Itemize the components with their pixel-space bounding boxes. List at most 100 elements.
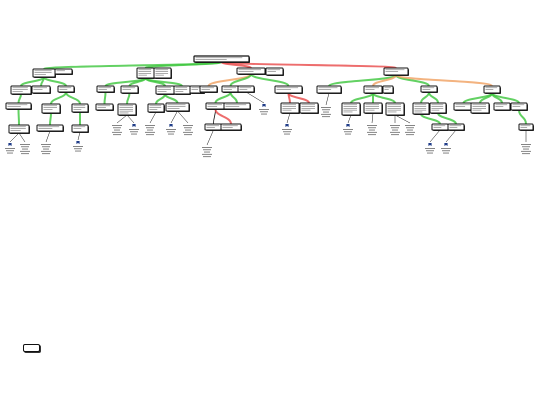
leaf-text-line bbox=[390, 131, 400, 133]
evidence-edge bbox=[445, 129, 457, 143]
goal-node[interactable] bbox=[147, 103, 165, 113]
node-text-line bbox=[73, 107, 86, 108]
node-text-line bbox=[97, 107, 106, 108]
leaf-text-line bbox=[41, 144, 51, 145]
leaf-text-line bbox=[41, 150, 51, 152]
evidence-edge bbox=[286, 112, 291, 124]
goal-node[interactable] bbox=[57, 85, 75, 93]
goal-node[interactable] bbox=[341, 102, 361, 116]
leaf-text-line bbox=[427, 152, 433, 154]
node-text-line bbox=[495, 106, 504, 107]
leaf-text-line bbox=[42, 146, 50, 148]
goal-node[interactable] bbox=[10, 85, 32, 95]
goal-node[interactable] bbox=[447, 123, 465, 131]
evidence-leaf bbox=[390, 125, 400, 136]
goal-node[interactable] bbox=[385, 102, 405, 116]
node-text-line bbox=[38, 128, 53, 129]
goal-node[interactable] bbox=[265, 67, 284, 76]
node-text-line bbox=[276, 89, 291, 90]
leaf-text-line bbox=[368, 127, 376, 129]
node-text-line bbox=[175, 91, 184, 92]
goal-node[interactable] bbox=[96, 85, 115, 93]
goal-node[interactable] bbox=[71, 103, 89, 113]
goal-node[interactable] bbox=[363, 85, 383, 94]
goal-node[interactable] bbox=[470, 102, 490, 114]
node-box bbox=[431, 123, 449, 131]
goal-node[interactable] bbox=[71, 124, 89, 133]
goal-node[interactable] bbox=[173, 85, 191, 95]
node-text-line bbox=[520, 127, 528, 128]
goal-node[interactable] bbox=[316, 85, 342, 94]
goal-node[interactable] bbox=[237, 85, 255, 93]
edge-partial bbox=[395, 74, 493, 87]
node-text-line bbox=[201, 87, 215, 89]
citation-icon bbox=[346, 124, 350, 127]
goal-node[interactable] bbox=[136, 67, 155, 79]
goal-node[interactable] bbox=[510, 102, 528, 111]
leaf-text-line bbox=[203, 156, 211, 158]
node-text-line bbox=[431, 104, 444, 106]
goal-node[interactable] bbox=[205, 102, 226, 110]
node-text-line bbox=[73, 128, 82, 129]
node-box bbox=[223, 102, 251, 110]
node-text-line bbox=[387, 106, 401, 107]
node-box bbox=[96, 85, 115, 93]
node-text-line bbox=[455, 104, 470, 106]
goal-node[interactable] bbox=[383, 67, 409, 76]
leaf-text-line bbox=[406, 127, 414, 129]
goal-node[interactable] bbox=[5, 102, 32, 110]
goal-node[interactable] bbox=[236, 67, 266, 75]
goal-node[interactable] bbox=[493, 102, 511, 111]
goal-node[interactable] bbox=[153, 67, 172, 79]
goal-node[interactable] bbox=[165, 102, 190, 112]
node-box bbox=[5, 102, 32, 110]
goal-node[interactable] bbox=[299, 102, 319, 114]
node-text-line bbox=[422, 89, 431, 90]
leaf-text-line bbox=[282, 129, 292, 130]
leaf-text-line bbox=[43, 148, 49, 150]
goal-node[interactable] bbox=[54, 68, 73, 75]
goal-node[interactable] bbox=[223, 102, 251, 110]
goal-node[interactable] bbox=[280, 102, 300, 114]
node-text-line bbox=[282, 104, 296, 106]
evidence-leaf bbox=[367, 125, 377, 136]
goal-node[interactable] bbox=[199, 85, 218, 93]
node-text-line bbox=[414, 109, 427, 111]
goal-node[interactable] bbox=[155, 85, 175, 95]
goal-node[interactable] bbox=[117, 103, 137, 116]
goal-node[interactable] bbox=[8, 124, 30, 134]
node-text-line bbox=[155, 74, 164, 76]
leaf-text-line bbox=[113, 127, 121, 129]
goal-node[interactable] bbox=[518, 123, 534, 131]
goal-node[interactable] bbox=[420, 85, 438, 93]
root-goal-node[interactable] bbox=[193, 55, 250, 63]
goal-node[interactable] bbox=[363, 102, 383, 114]
goal-node[interactable] bbox=[221, 85, 240, 93]
edge-supported bbox=[43, 76, 67, 87]
node-text-line bbox=[225, 106, 240, 107]
node-text-line bbox=[414, 106, 427, 107]
goal-node[interactable] bbox=[120, 85, 139, 94]
node-box bbox=[236, 67, 266, 75]
goal-node[interactable] bbox=[41, 103, 61, 114]
goal-node[interactable] bbox=[204, 123, 223, 131]
leaf-text-line bbox=[202, 153, 212, 155]
goal-node[interactable] bbox=[95, 103, 114, 111]
goal-node[interactable] bbox=[412, 102, 430, 115]
goal-node[interactable] bbox=[431, 123, 449, 131]
goal-node[interactable] bbox=[382, 85, 394, 94]
node-text-line bbox=[149, 105, 162, 107]
evidence-edge bbox=[45, 130, 51, 143]
leaf-text-line bbox=[184, 134, 192, 136]
evidence-edge bbox=[347, 114, 352, 124]
goal-node[interactable] bbox=[32, 68, 56, 78]
goal-node[interactable] bbox=[483, 85, 501, 94]
goal-node[interactable] bbox=[36, 124, 64, 132]
goal-node[interactable] bbox=[220, 123, 242, 131]
goal-node[interactable] bbox=[31, 85, 51, 94]
node-text-line bbox=[59, 87, 72, 89]
goal-node[interactable] bbox=[429, 102, 447, 114]
goal-node[interactable] bbox=[274, 85, 303, 94]
goal-node[interactable] bbox=[453, 102, 474, 111]
node-box bbox=[220, 123, 242, 131]
